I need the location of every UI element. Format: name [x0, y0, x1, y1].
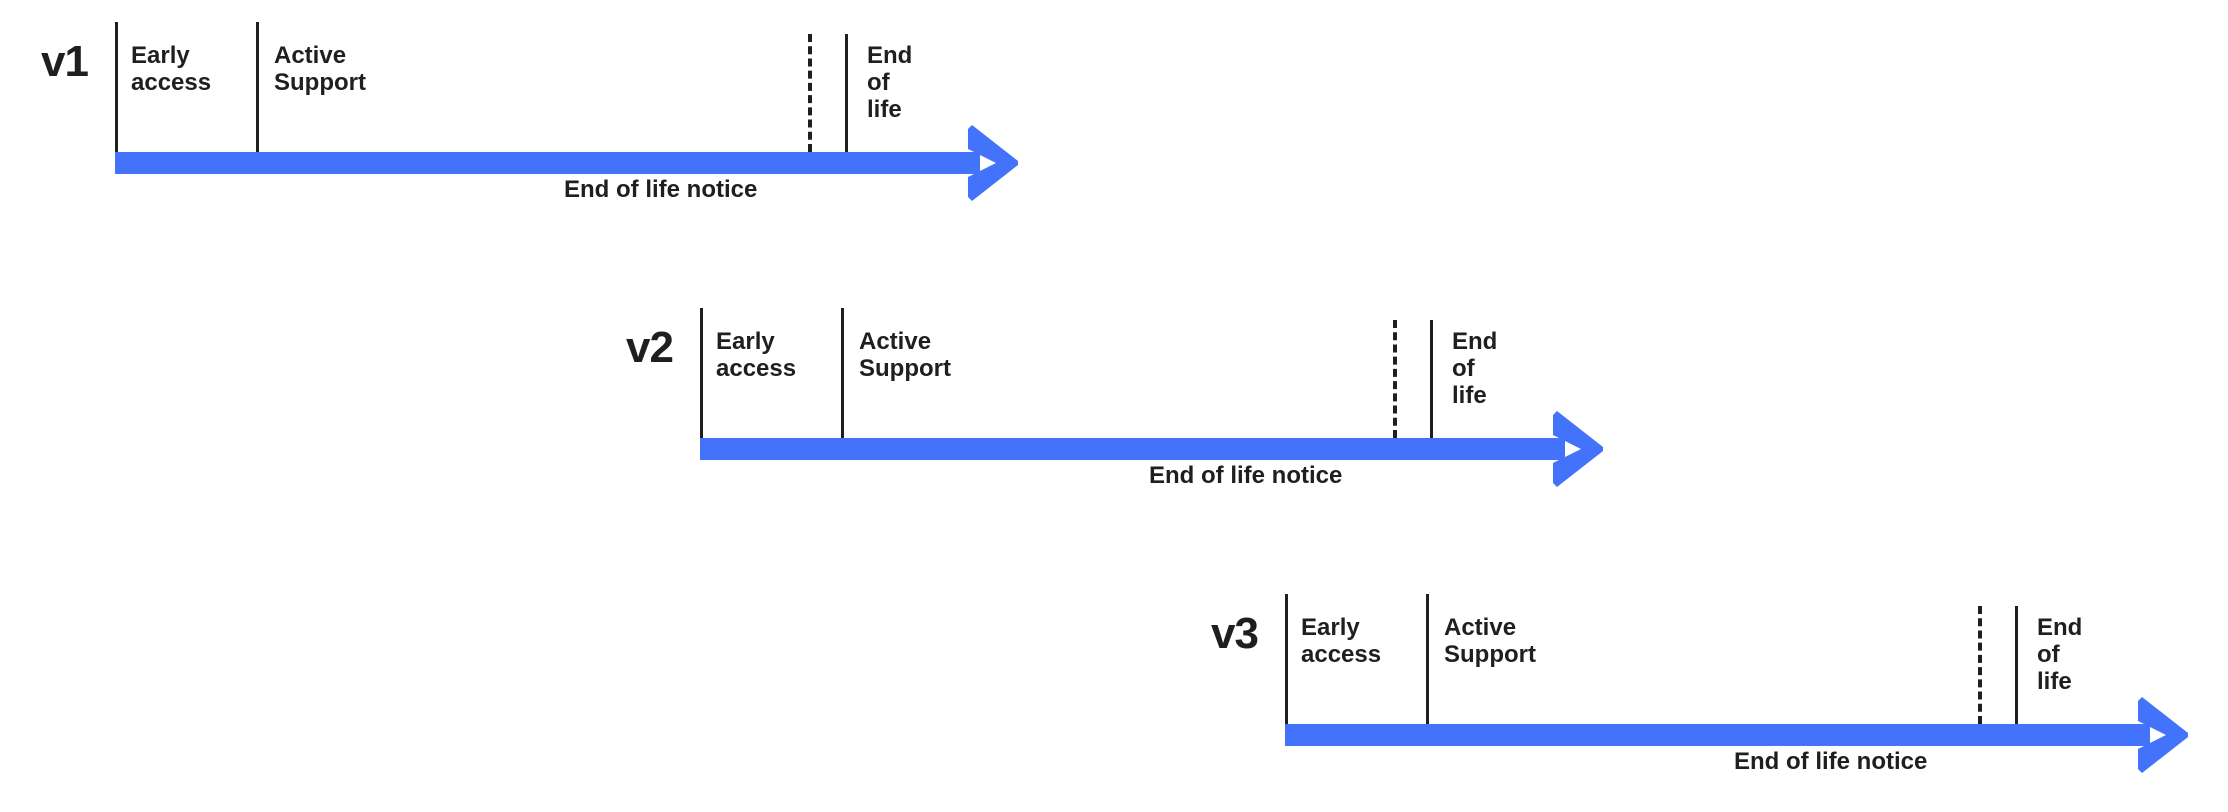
phase-divider-active-support-start-v2 — [841, 308, 844, 438]
phase-label-early-access-v2: Early access — [716, 328, 797, 382]
phase-divider-early-access-start-v2 — [700, 308, 703, 438]
timeline-bar-v2 — [700, 438, 1565, 460]
timeline-arrow-head-v2 — [1547, 411, 1605, 487]
phase-label-early-access-v1: Early access — [131, 42, 212, 96]
phase-label-early-access-v3: Early access — [1301, 614, 1382, 668]
phase-divider-eol-notice-v3 — [1978, 606, 1982, 724]
phase-divider-early-access-start-v1 — [115, 22, 118, 152]
phase-label-active-support-v3: Active Support — [1444, 614, 1536, 668]
phase-divider-eol-notice-v2 — [1393, 320, 1397, 438]
phase-label-active-support-v2: Active Support — [859, 328, 951, 382]
version-label-v1: v1 — [41, 37, 89, 86]
phase-divider-active-support-start-v3 — [1426, 594, 1429, 724]
phase-divider-end-of-life-start-v2 — [1430, 320, 1433, 438]
timeline-bar-v3 — [1285, 724, 2150, 746]
eol-notice-label-v1: End of life notice — [564, 176, 758, 203]
eol-notice-label-v3: End of life notice — [1734, 748, 1928, 775]
timeline-bar-v1 — [115, 152, 980, 174]
version-label-v3: v3 — [1211, 609, 1259, 658]
phase-divider-end-of-life-start-v1 — [845, 34, 848, 152]
phase-divider-active-support-start-v1 — [256, 22, 259, 152]
phase-divider-eol-notice-v1 — [808, 34, 812, 152]
phase-label-end-of-life-v1: End of life — [867, 42, 913, 123]
timeline-arrow-head-v3 — [2132, 697, 2190, 773]
phase-label-end-of-life-v3: End of life — [2037, 614, 2083, 695]
phase-label-end-of-life-v2: End of life — [1452, 328, 1498, 409]
timeline-arrow-head-v1 — [962, 125, 1020, 201]
phase-divider-end-of-life-start-v3 — [2015, 606, 2018, 724]
eol-notice-label-v2: End of life notice — [1149, 462, 1343, 489]
phase-label-active-support-v1: Active Support — [274, 42, 366, 96]
version-label-v2: v2 — [626, 323, 674, 372]
phase-divider-early-access-start-v3 — [1285, 594, 1288, 724]
